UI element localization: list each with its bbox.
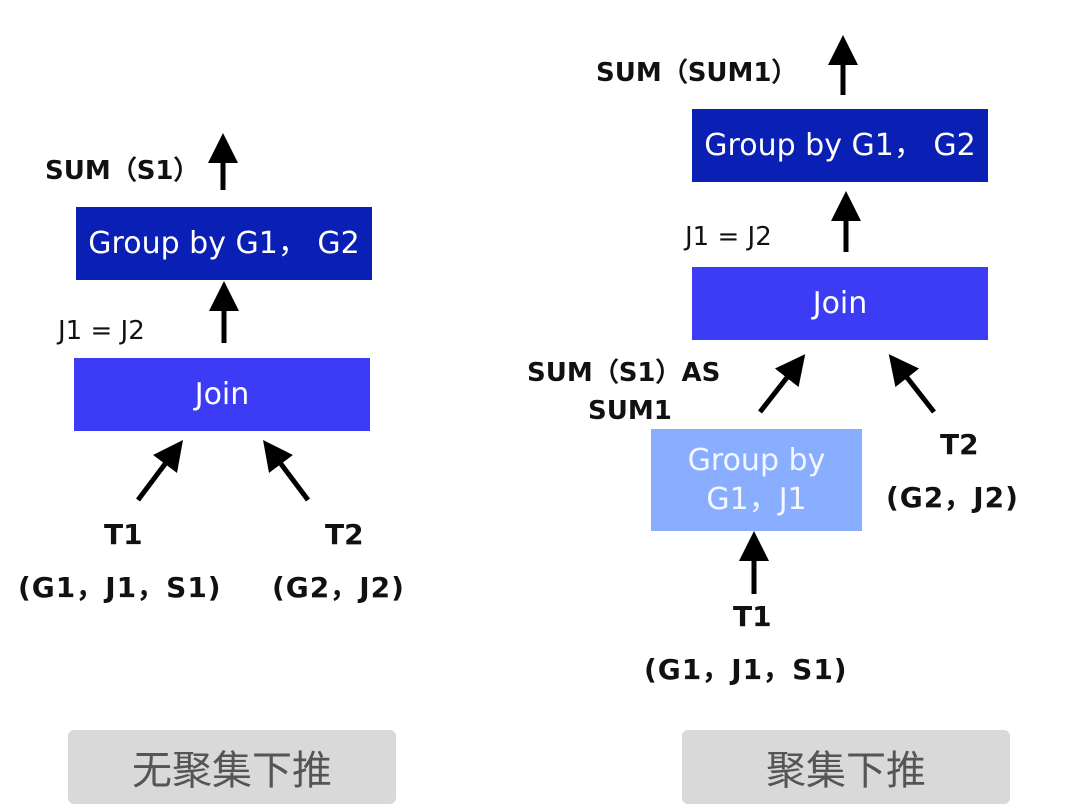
- right-t1-name: T1: [733, 600, 772, 633]
- right-t2-name: T2: [940, 428, 979, 461]
- right-join-box: Join: [692, 267, 988, 340]
- left-group-box: Group by G1， G2: [76, 207, 372, 280]
- left-t2-cols: (G2，J2): [272, 571, 405, 604]
- left-t1-name: T1: [104, 518, 143, 551]
- right-join-condition: J1 = J2: [685, 222, 772, 252]
- left-caption: 无聚集下推: [68, 730, 396, 804]
- left-t2-arrow: [263, 440, 310, 502]
- left-top-label: SUM（S1）: [45, 156, 200, 186]
- right-caption: 聚集下推: [682, 730, 1010, 804]
- right-agg-label-line1: SUM（S1）AS: [527, 358, 721, 388]
- right-agg-label-line2: SUM1: [588, 396, 672, 426]
- left-t2-name: T2: [325, 518, 364, 551]
- right-top-label: SUM（SUM1）: [596, 58, 798, 88]
- right-pre-group-line1: Group by: [687, 443, 826, 478]
- right-pre-group-line2: G1，J1: [706, 482, 807, 517]
- left-t1-cols: (G1，J1，S1): [18, 571, 222, 604]
- right-t2-cols: (G2，J2): [886, 481, 1019, 514]
- right-t1-cols: (G1，J1，S1): [644, 653, 848, 686]
- left-join-condition: J1 = J2: [58, 316, 145, 346]
- right-pre-group-box: Group by G1，J1: [651, 429, 862, 531]
- right-group-box: Group by G1， G2: [692, 109, 988, 182]
- left-t1-arrow: [136, 440, 183, 502]
- left-join-box: Join: [74, 358, 370, 431]
- right-pregroup-to-join-arrow: [758, 354, 806, 414]
- right-t2-arrow: [888, 354, 936, 414]
